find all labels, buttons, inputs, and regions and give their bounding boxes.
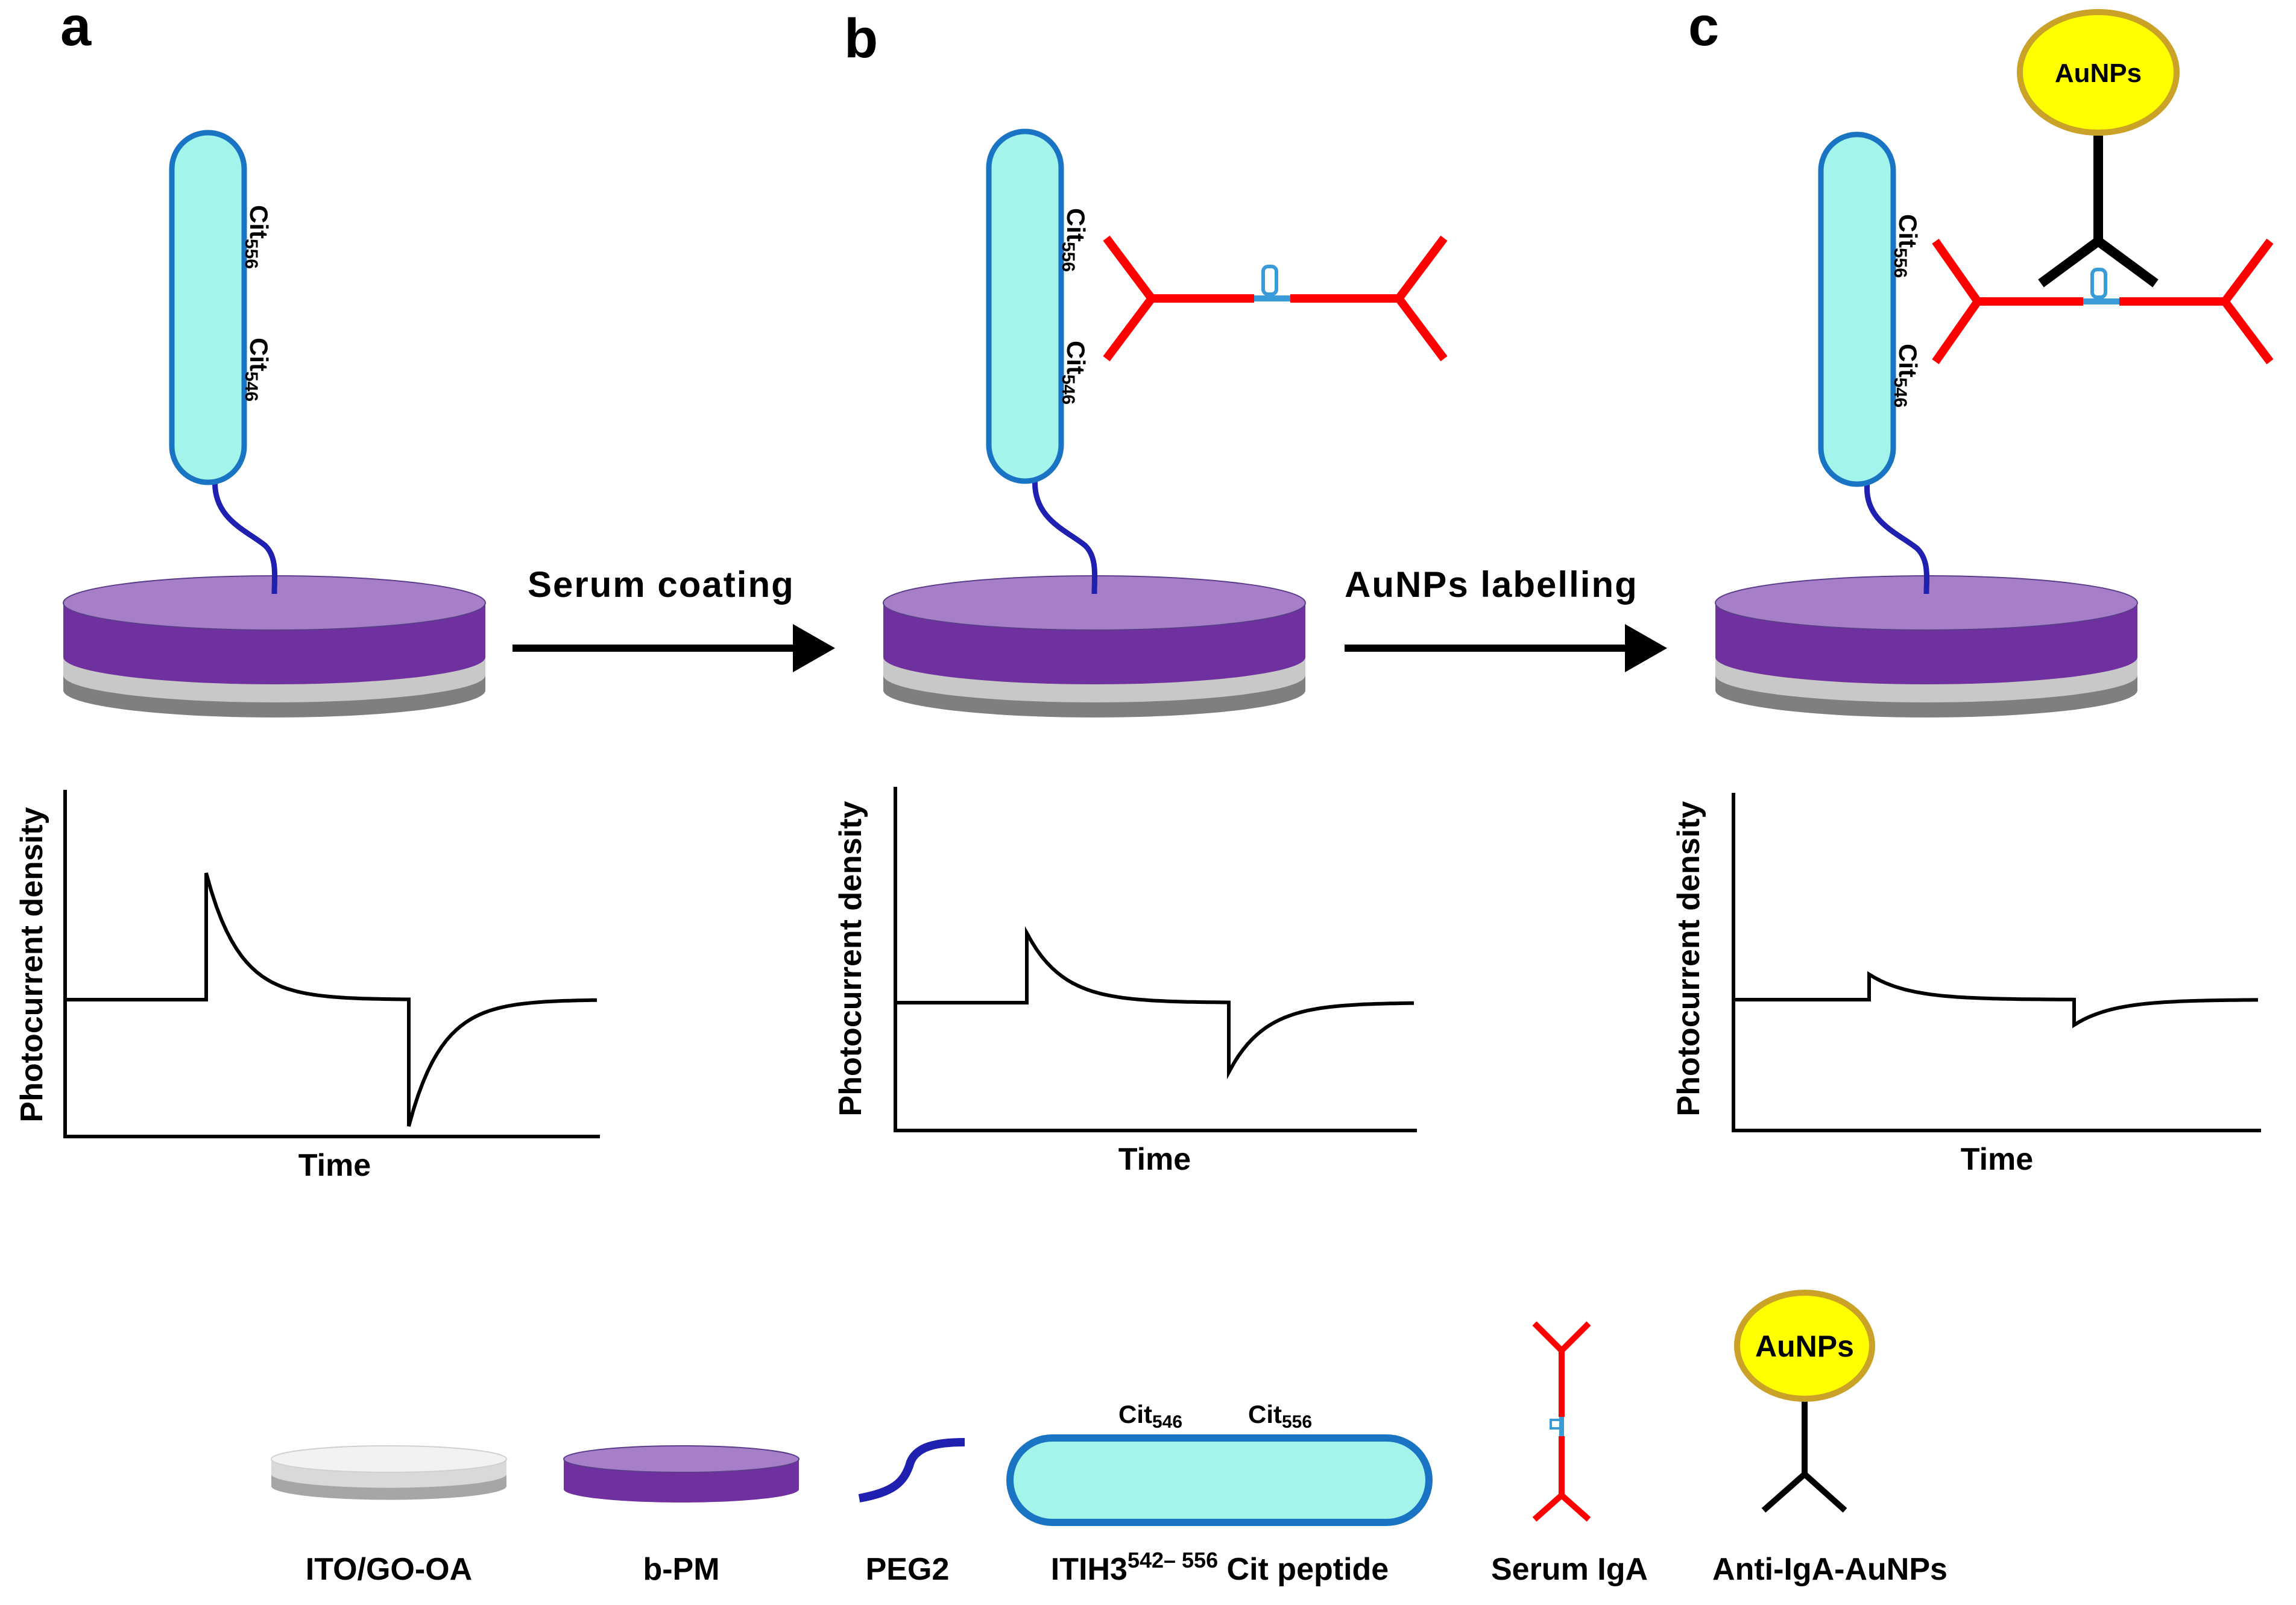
chart-a: Time Photocurrent density <box>14 790 600 1183</box>
arrow-aunps-labelling: AuNPs labelling <box>1345 564 1667 672</box>
xlabel: Time <box>1118 1142 1191 1177</box>
peptide <box>169 130 247 485</box>
panel-b-electrode: Cit556 Cit546 <box>883 128 1448 717</box>
legend-peptide-cit546: Cit546 <box>1118 1400 1182 1432</box>
ylabel: Photocurrent density <box>833 801 868 1116</box>
cit-546-label: Cit546 <box>1058 341 1090 405</box>
peg-linker <box>212 476 278 594</box>
legend-serum-iga <box>1532 1321 1591 1522</box>
legend-peptide-cit556: Cit556 <box>1248 1400 1312 1432</box>
serum-iga-antibody <box>1103 235 1448 362</box>
legend-iga-label: Serum IgA <box>1491 1552 1648 1587</box>
peptide <box>986 128 1064 484</box>
panel-a-electrode: Cit556 Cit546 <box>63 130 486 717</box>
legend-peg-linker <box>858 1438 965 1503</box>
chart-b: Time Photocurrent density <box>833 787 1417 1177</box>
cit-546-label: Cit546 <box>1890 344 1922 408</box>
cit-556-label: Cit556 <box>1058 208 1090 272</box>
cit-546-label: Cit546 <box>241 338 273 402</box>
aunp-particle <box>1734 1290 1875 1402</box>
legend-bpm-disc <box>563 1445 800 1503</box>
peg-linker <box>1864 482 1930 594</box>
legend-peptide <box>1006 1434 1433 1526</box>
legend-anti-iga-aunp: AuNPs <box>1734 1290 1875 1513</box>
anti-iga-aunp: AuNPs <box>2017 9 2180 288</box>
legend-peptide-label: ITIH3542– 556 Cit peptide <box>1051 1548 1389 1587</box>
legend-peg-label: PEG2 <box>866 1552 950 1587</box>
arrow-label-serum-coating: Serum coating <box>528 564 795 605</box>
panel-letter-c: c <box>1688 0 1719 57</box>
arrow-serum-coating: Serum coating <box>512 564 835 672</box>
xlabel: Time <box>1961 1142 2033 1177</box>
legend: ITO/GO-OA b-PM PEG2 Cit546 Cit556 ITIH35… <box>271 1290 1948 1587</box>
panel-c-electrode: Cit556 Cit546 AuNPs <box>1715 9 2274 717</box>
cit-556-label: Cit556 <box>241 205 273 269</box>
cit-556-label: Cit556 <box>1890 214 1922 278</box>
trace-c <box>1735 971 2258 1029</box>
peptide <box>1818 131 1896 487</box>
aunp-label: AuNPs <box>2055 58 2142 88</box>
ylabel: Photocurrent density <box>1671 801 1706 1116</box>
aunp-particle <box>2017 9 2180 136</box>
peg-linker <box>1032 476 1098 594</box>
ylabel: Photocurrent density <box>14 807 49 1122</box>
arrow-label-aunps-labelling: AuNPs labelling <box>1345 564 1638 605</box>
legend-ito-label: ITO/GO-OA <box>306 1552 472 1587</box>
trace-a <box>66 872 598 1127</box>
xlabel: Time <box>298 1148 371 1183</box>
aunp-label: AuNPs <box>1755 1329 1854 1363</box>
trace-b <box>897 926 1414 1080</box>
legend-bpm-label: b-PM <box>643 1552 719 1587</box>
serum-iga-antibody <box>1932 238 2274 365</box>
legend-anti-label: Anti-IgA-AuNPs <box>1712 1552 1948 1587</box>
panel-letter-b: b <box>844 8 878 69</box>
panel-letter-a: a <box>60 0 92 57</box>
legend-ito-disc <box>271 1445 507 1500</box>
chart-c: Time Photocurrent density <box>1671 793 2261 1177</box>
